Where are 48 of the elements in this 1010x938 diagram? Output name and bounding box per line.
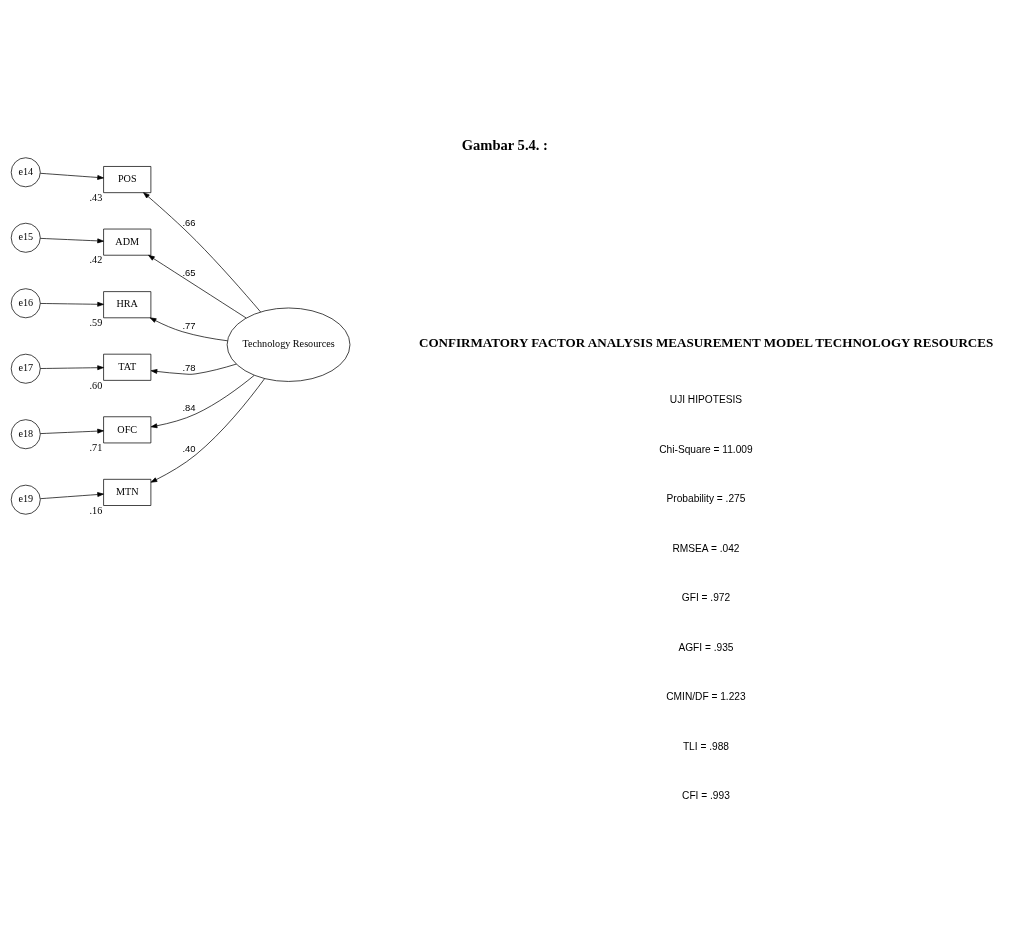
arrow [150, 363, 237, 375]
node-label: .59 [89, 316, 103, 328]
node-circle: e18 [10, 418, 41, 449]
arrow [40, 237, 104, 243]
edge-label: .78 [182, 361, 196, 373]
node-box: POS [103, 165, 152, 193]
node-box: TAT [103, 353, 152, 381]
node-box: OFC [103, 415, 152, 443]
node-box: MTN [103, 478, 152, 506]
node-box: ADM [103, 228, 152, 256]
node-label: .42 [89, 253, 103, 265]
label: GFI = .972 [681, 591, 731, 603]
label: RMSEA = .042 [672, 542, 740, 554]
node-label: .43 [89, 191, 103, 203]
label: Chi-Square = 11.009 [659, 443, 753, 455]
arrow [149, 317, 228, 341]
label: CMIN/DF = 1.223 [666, 690, 746, 702]
arrow [150, 377, 265, 483]
node-circle: e19 [10, 484, 41, 515]
edge-label: .77 [182, 319, 196, 331]
label: UJI HIPOTESIS [669, 393, 743, 405]
node-circle: e15 [10, 222, 41, 253]
edge-label: .40 [182, 442, 196, 454]
node-box: HRA [103, 290, 152, 318]
label: CONFIRMATORY FACTOR ANALYSIS MEASUREMENT MODEL TECHNOLOGY RESOURCES [418, 334, 994, 350]
arrow [40, 491, 104, 499]
arrow [40, 172, 104, 180]
arrow [143, 191, 261, 312]
edge-label: .66 [182, 216, 196, 228]
node-label: .60 [89, 379, 103, 391]
node-circle: e14 [10, 156, 41, 187]
edge-label: .84 [182, 401, 196, 413]
node-circle: e17 [10, 353, 41, 384]
diagram-title: Gambar 5.4. : [461, 136, 548, 153]
edge-label: .65 [182, 266, 196, 278]
arrow [40, 428, 104, 434]
label: AGFI = .935 [678, 641, 734, 653]
arrow [150, 374, 255, 428]
arrow [148, 254, 247, 318]
node-label: .71 [89, 441, 103, 453]
node-label: .16 [89, 504, 103, 516]
label: TLI = .988 [682, 740, 730, 752]
arrow [40, 364, 104, 370]
arrow [40, 301, 104, 307]
node-ellipse: Technology Resources [226, 307, 351, 382]
label: CFI = .993 [682, 789, 730, 801]
node-circle: e16 [10, 287, 41, 318]
label: Probability = .275 [666, 492, 746, 504]
